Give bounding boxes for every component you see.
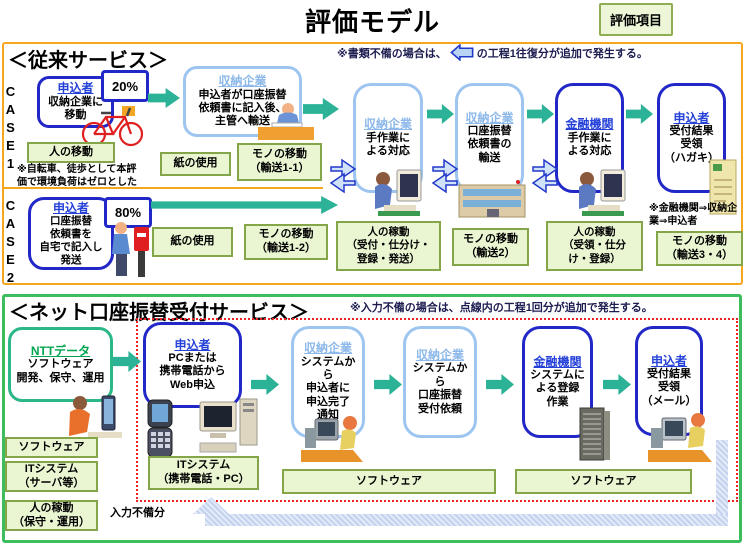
step-description: 口座振替 依頼書の 輸送 [467, 125, 512, 164]
step-description: 申込者が口座振替 依頼書に記入後、 主管へ輸送 [198, 88, 287, 128]
case2-share-badge: 80% [104, 197, 152, 228]
step-description: 受付結果 受領 （ハガキ） [664, 125, 719, 164]
software-label: ソフトウェア [5, 437, 98, 458]
step-description: 手作業に よる対応 [366, 131, 410, 158]
case2-applicant-box: 申込者 口座振替 依頼書を 自宅で記入し 発送 [28, 197, 114, 270]
company-transport-box: 収納企業 口座振替 依頼書の 輸送 [455, 83, 524, 193]
ntt-operator-illustration [69, 395, 122, 438]
case1-label: CASE1 [3, 84, 18, 174]
goods-move-2-label: モノの移動 （輸送2） [452, 228, 529, 266]
roundtrip-arrows-icon [531, 158, 559, 194]
step-description: システムから 申込者に 申込完了 通知 [300, 355, 356, 422]
route-note: ※金融機関⇒収納企 業⇒申込者 [649, 203, 738, 227]
bicycle-illustration [81, 106, 144, 147]
case2-label: CASE2 [3, 198, 18, 288]
step-description: 収納企業に 移動 [48, 95, 103, 122]
labor-receipt-label: 人の稼動 （受領・仕分 け・登録） [546, 221, 643, 271]
person-move-label: 人の移動 [27, 142, 115, 163]
woman-operator-illustration [301, 416, 363, 462]
input-error-return-arrow-vertical [716, 440, 728, 526]
company-building-illustration [458, 180, 526, 218]
actor-label: 申込者 [650, 353, 687, 368]
applicant-result-box: 申込者 受付結果 受領 （ハガキ） [657, 83, 726, 193]
input-error-return-arrow-horizontal [205, 514, 728, 526]
clerk-writing-illustration [258, 103, 314, 140]
actor-label: 申込者 [52, 200, 89, 215]
step-description: 手作業に よる対応 [567, 131, 612, 158]
step-description: システムに よる登録 作業 [530, 369, 585, 408]
paper-use-label-case2: 紙の使用 [152, 227, 233, 257]
paper-use-label-case1: 紙の使用 [160, 152, 231, 176]
step-description: PCまたは 携帯電話から Web申込 [159, 352, 226, 391]
it-mobile-label: ITシステム （携帯電話・PC） [148, 456, 259, 490]
woman-operator-illustration [648, 413, 712, 462]
actor-label: 申込者 [57, 81, 94, 96]
actor-label: NTTデータ [30, 343, 91, 358]
software-wide-label-2: ソフトウェア [515, 469, 692, 494]
actor-label: 収納企業 [303, 341, 352, 356]
operator-pc-illustration [375, 169, 422, 216]
actor-label: 収納企業 [218, 74, 267, 89]
actor-label: 金融機関 [533, 354, 582, 369]
case1-share-badge: 20% [101, 70, 149, 102]
legacy-heading: ＜従来サービス＞ [8, 50, 168, 72]
flip-phone-illustration [147, 399, 173, 458]
page-title: 評価モデル [304, 7, 440, 37]
postcard-illustration [709, 159, 737, 215]
eval-items-button[interactable]: 評価項目 [599, 3, 673, 36]
roundtrip-arrows-icon [329, 158, 357, 194]
company-request-box: 収納企業 システムから 口座振替 受付依頼 [403, 326, 477, 438]
mailbox-person-illustration [112, 222, 149, 277]
step-description: システムから 口座振替 受付依頼 [412, 362, 468, 415]
server-rack-illustration [579, 407, 610, 461]
actor-label: 金融機関 [565, 117, 614, 132]
it-server-label: ITシステム （サーバ等） [5, 461, 98, 492]
step-description: ソフトウェア 開発、保守、運用 [16, 358, 105, 384]
labor-reception-label: 人の稼動 （受付・仕分け・ 登録・発送） [336, 221, 441, 271]
goods-move-1-2-label: モノの移動 （輸送1-2） [244, 224, 328, 260]
dotted-scope-box [136, 318, 738, 502]
doc-return-arrow-icon [449, 44, 474, 61]
actor-label: 収納企業 [363, 117, 412, 132]
actor-label: 申込者 [673, 110, 710, 125]
desktop-pc-illustration [199, 398, 258, 453]
zero-impact-note: ※自転車、徒歩として本評 価で環境負荷はゼロとした [17, 164, 137, 188]
roundtrip-arrows-icon [431, 158, 459, 194]
goods-move-1-1-label: モノの移動 （輸送1-1） [237, 143, 322, 181]
operator-pc-illustration [579, 169, 626, 216]
input-error-return-label: 入力不備分 [110, 507, 165, 519]
doc-error-note-prefix: ※書類不備の場合は、 [337, 47, 447, 60]
input-error-note: ※入力不備の場合は、点線内の工程1回分が追加で発生する。 [350, 302, 653, 314]
doc-error-note: ※書類不備の場合は、 の工程1往復分が追加で発生する。 [337, 44, 648, 61]
labor-maintenance-label: 人の稼動 （保守・運用） [5, 500, 98, 531]
software-wide-label-1: ソフトウェア [282, 469, 496, 494]
case-divider [3, 187, 323, 189]
ntt-box: NTTデータ ソフトウェア 開発、保守、運用 [8, 327, 113, 402]
step-description: 口座振替 依頼書を 自宅で記入し 発送 [39, 215, 103, 266]
doc-error-note-suffix: の工程1往復分が追加で発生する。 [476, 47, 648, 60]
actor-label: 収納企業 [465, 110, 514, 125]
actor-label: 申込者 [174, 337, 211, 352]
goods-move-3-4-label: モノの移動 （輸送3・4） [656, 231, 743, 266]
actor-label: 収納企業 [415, 347, 464, 362]
step-description: 受付結果 受領 （メール） [641, 368, 697, 407]
applicant-web-box: 申込者 PCまたは 携帯電話から Web申込 [143, 322, 242, 408]
